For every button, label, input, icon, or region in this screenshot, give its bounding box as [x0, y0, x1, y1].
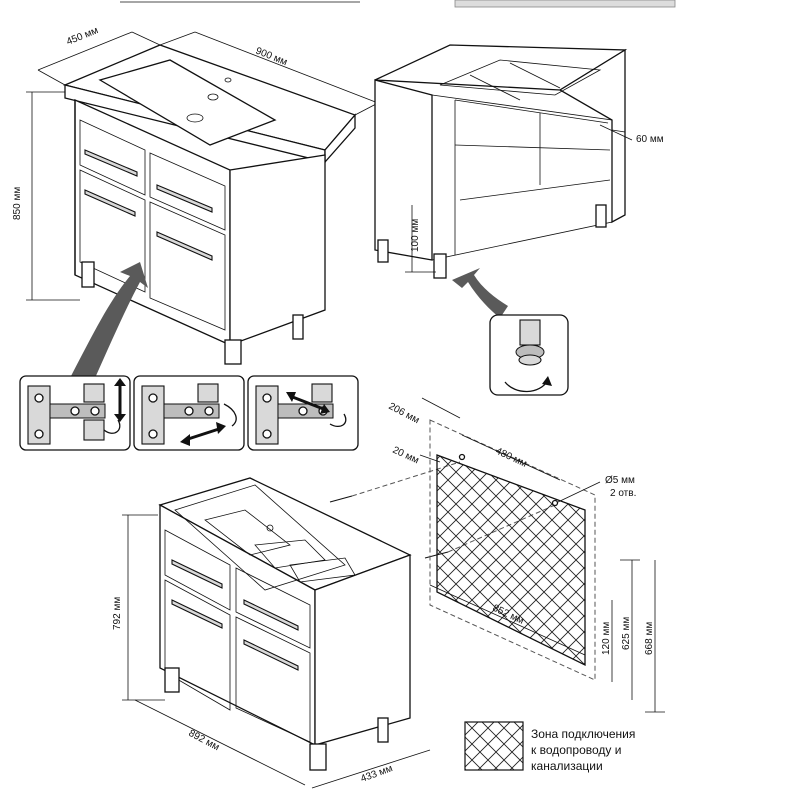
leg [309, 743, 327, 771]
depth-arrow-icon [289, 394, 327, 412]
dim-mount-edge: 20 мм [391, 445, 421, 467]
frame-back [431, 94, 613, 261]
dim-back-offset: 60 мм [636, 134, 664, 145]
legend-line-2: к водопроводу и [531, 743, 621, 757]
dim-top-height: 850 мм [12, 187, 23, 220]
frame-view: 60 мм 100 мм [374, 44, 664, 396]
connection-zone [436, 454, 586, 667]
dim-hole-count: 2 отв. [610, 488, 636, 499]
door-left [164, 579, 231, 711]
sink-basin [98, 59, 277, 146]
legend-swatch [464, 721, 524, 771]
dim-cabinet-depth: 433 мм [359, 763, 394, 785]
leg [164, 667, 180, 693]
wall-outline [429, 419, 596, 681]
leg [377, 239, 389, 263]
left-right-arrow-icon [184, 426, 223, 442]
dim-cabinet-height: 792 мм [112, 597, 123, 630]
drain-hole [186, 113, 204, 123]
dim-cabinet-width: 892 мм [187, 728, 222, 753]
leg [224, 339, 242, 365]
handle-icon [171, 599, 223, 629]
dim-mount-left: 206 мм [387, 401, 422, 426]
drawer-right [235, 567, 311, 649]
mounting-view: 206 мм 20 мм 480 мм Ø5 мм 2 отв. 852 мм … [112, 397, 665, 789]
leg [292, 314, 304, 340]
dim-top-depth: 450 мм [65, 25, 100, 48]
handle-icon [243, 599, 299, 631]
header-box [454, 0, 676, 8]
callout-arrow-icon [70, 262, 148, 378]
door-left [79, 169, 146, 293]
mount-hole [551, 499, 559, 507]
handle-icon [156, 231, 213, 261]
dim-zone-bottom: 120 мм [601, 622, 612, 655]
leg-adjustable [433, 253, 447, 279]
faucet-hole [207, 93, 219, 101]
door-right [149, 201, 226, 331]
legend-line-1: Зона подключения [531, 727, 635, 741]
leg-tube-icon [519, 319, 541, 346]
frame-side-right [558, 48, 626, 224]
dim-zone-top: 625 мм [621, 617, 632, 650]
mount-hole [458, 453, 466, 461]
drawer-left [79, 119, 146, 196]
dim-total-height: 668 мм [644, 622, 655, 655]
callout-arrow-icon [452, 268, 508, 318]
cabinet-side [229, 154, 326, 346]
legend-line-3: канализации [531, 759, 603, 773]
faucet-mount [224, 77, 232, 83]
mount-guide-line [351, 461, 461, 497]
drawer-right [149, 152, 226, 231]
dim-top-width: 900 мм [254, 46, 289, 69]
dim-leg-height: 100 мм [410, 219, 421, 252]
leg [595, 204, 607, 228]
frame-side-left [374, 79, 433, 261]
handle-icon [84, 149, 138, 177]
door-right [235, 616, 311, 743]
dim-line-width [194, 31, 379, 104]
leg [81, 261, 95, 288]
dim-line-depth [37, 31, 133, 71]
drawer-left [164, 529, 231, 611]
dim-hole-spacing: 480 мм [494, 446, 529, 470]
hinge-adjust-panels [19, 375, 359, 451]
handle-icon [84, 189, 136, 217]
handle-icon [171, 559, 223, 589]
handle-icon [243, 639, 299, 671]
handle-icon [156, 184, 213, 213]
cabinet-side-low [314, 554, 411, 746]
leg [377, 717, 389, 743]
legend: Зона подключения к водопроводу и канализ… [464, 721, 635, 773]
cabinet-with-sink-view: 450 мм 900 мм 850 мм [12, 25, 379, 378]
dim-hole-diameter: Ø5 мм [605, 475, 635, 486]
